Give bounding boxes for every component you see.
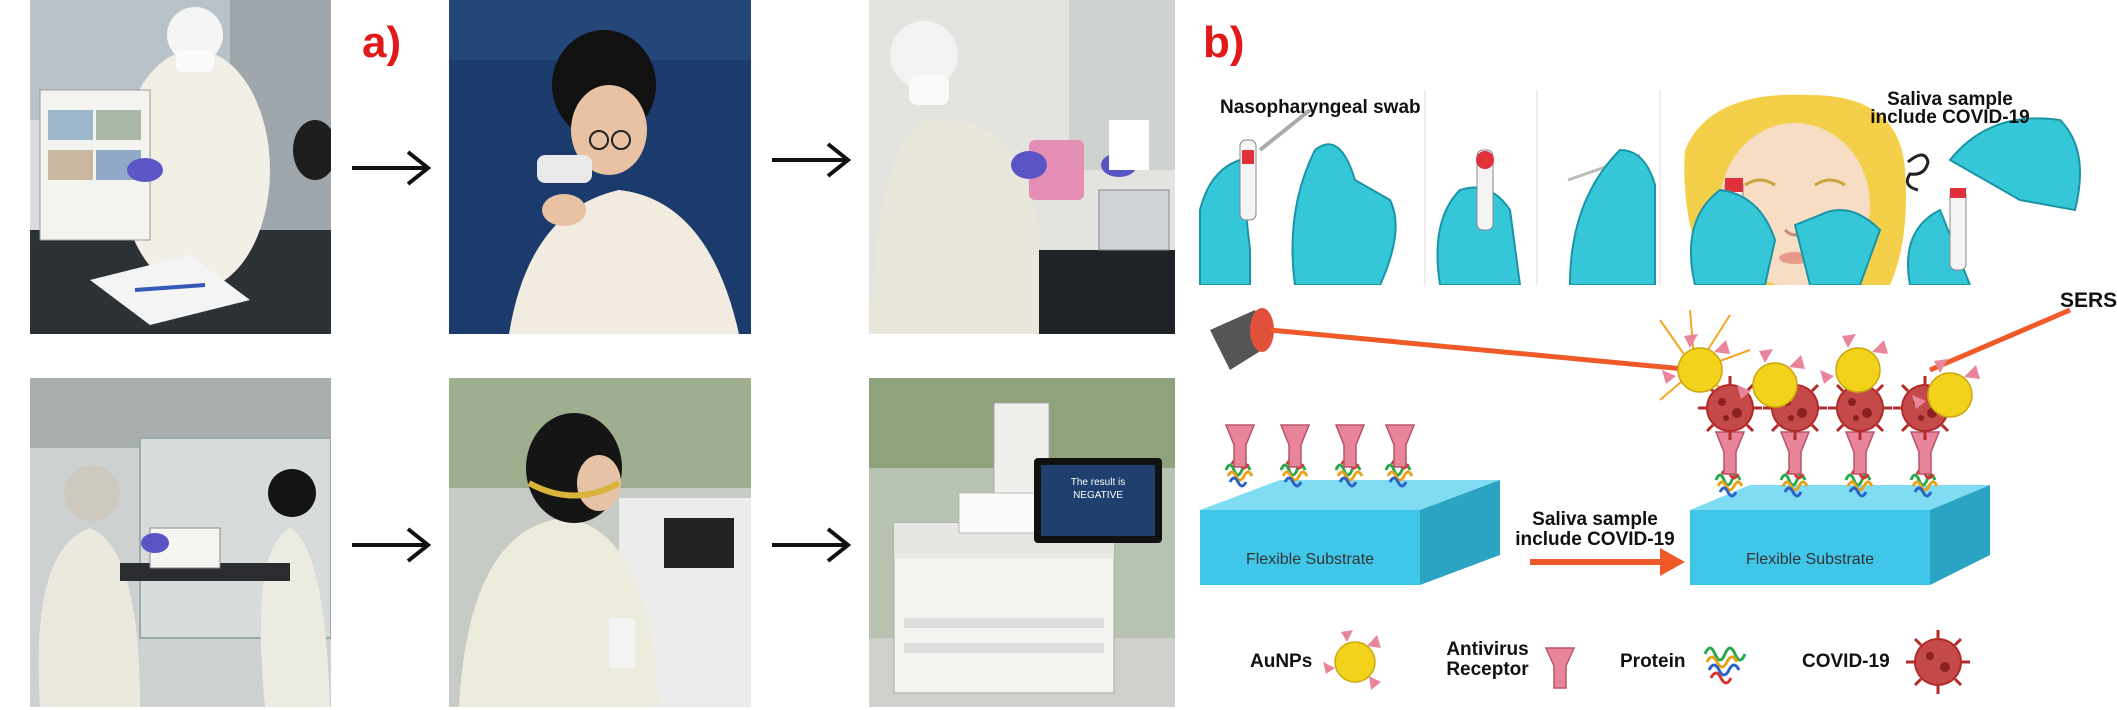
arrow-right-icon (772, 142, 852, 178)
swab-label: Nasopharyngeal swab (1220, 97, 1421, 118)
arrow-label-line1: Saliva sample (1532, 509, 1658, 530)
legend-protein: Protein (1620, 651, 1686, 672)
photo-breath-sample (449, 0, 751, 334)
legend: AuNPs Antivirus Receptor Protein COVID-1… (1190, 620, 2117, 705)
arrow-right-icon (772, 527, 852, 563)
sers-label: SERS (2060, 289, 2117, 312)
legend-receptor-line1: Antivirus (1446, 639, 1529, 660)
saliva-label-line1: Saliva sample (1887, 89, 2013, 110)
legend-receptor-line2: Receptor (1446, 659, 1529, 680)
panel-b-label: b) (1203, 18, 1245, 67)
panel-a-label: a) (362, 18, 402, 67)
arrow-label-line2: include COVID-19 (1515, 529, 1675, 550)
saliva-label-line2: include COVID-19 (1870, 107, 2030, 128)
result-screen-line1: The result is (1070, 477, 1126, 488)
sers-mechanism-diagram: SERS Flexible Substrate Flexible Substra… (1190, 289, 2117, 610)
result-screen-line2: NEGATIVE (1073, 490, 1123, 501)
legend-covid: COVID-19 (1802, 651, 1890, 672)
photo-instrument-operation (449, 378, 751, 707)
substrate-right-label: Flexible Substrate (1745, 551, 1875, 568)
legend-aunps: AuNPs (1250, 651, 1313, 672)
arrow-right-icon (352, 150, 432, 186)
substrate-left-label: Flexible Substrate (1245, 551, 1375, 568)
photo-instruction-sheet (30, 0, 331, 334)
photo-result-instrument: The result is NEGATIVE (869, 378, 1175, 707)
photo-sample-handling (30, 378, 331, 707)
saliva-sample-scene: Saliva sample include COVID-19 (1560, 89, 2090, 287)
arrow-right-icon (352, 527, 432, 563)
photo-lab-worker (869, 0, 1175, 334)
